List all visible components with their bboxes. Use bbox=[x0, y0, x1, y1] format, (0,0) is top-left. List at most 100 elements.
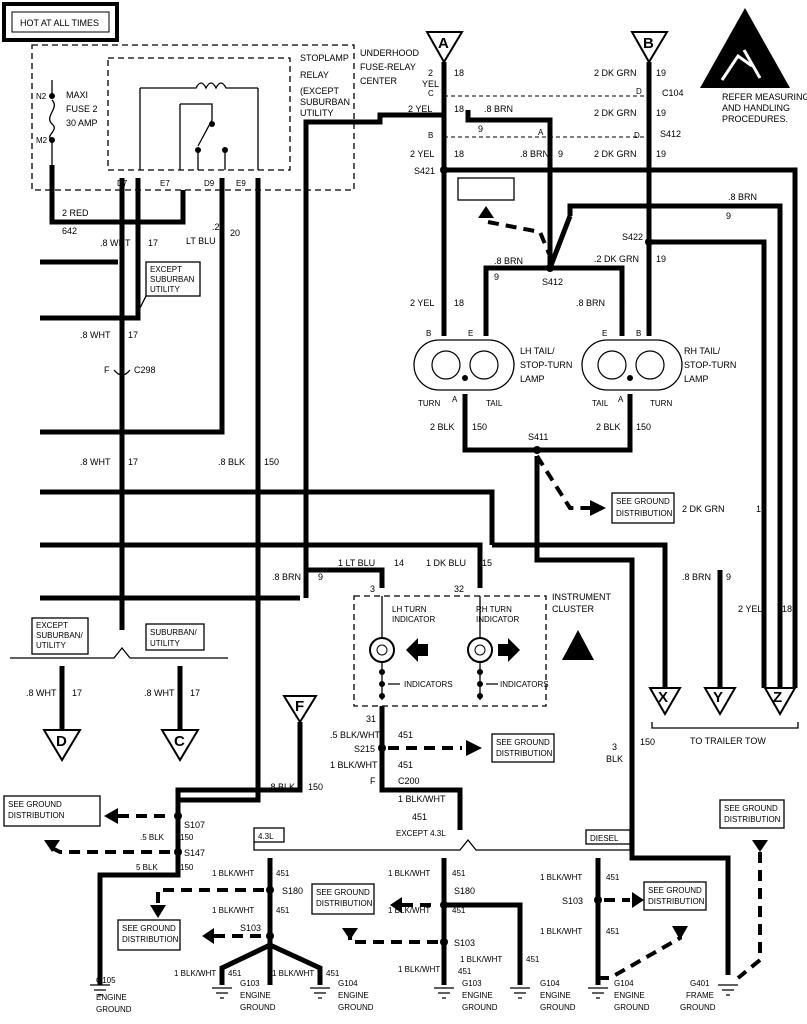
connector-c-label: C bbox=[174, 733, 185, 750]
wire-label: 5 BLK bbox=[136, 863, 158, 872]
note-label: UTILITY bbox=[150, 285, 180, 294]
wire-label: 642 bbox=[62, 226, 77, 236]
wire-label: .8 BRN bbox=[484, 104, 513, 114]
wire-label: 19 bbox=[656, 149, 666, 159]
split-note: UTILITY bbox=[150, 639, 180, 648]
splice-s421: S421 bbox=[414, 166, 435, 176]
cluster-pin: 32 bbox=[454, 584, 464, 594]
splice-s215: S215 bbox=[354, 744, 375, 754]
wire-label: 9 bbox=[494, 272, 499, 282]
lamp-pin: A bbox=[618, 395, 624, 404]
esd-note-line: AND HANDLING bbox=[722, 103, 790, 113]
ground-label: FRAME bbox=[686, 991, 714, 1000]
connector-y-label: Y bbox=[713, 689, 723, 706]
wire-label: .8 BRN bbox=[272, 572, 301, 582]
note-label: EXCEPT bbox=[150, 265, 182, 274]
connector-x: X bbox=[648, 687, 682, 717]
wire-label: 2 DK GRN bbox=[594, 149, 637, 159]
ground-note: SEE GROUND bbox=[616, 497, 670, 506]
ground-label: GROUND bbox=[540, 1003, 576, 1012]
wire-label: 451 bbox=[458, 967, 472, 976]
wire-label: .8 WHT bbox=[26, 688, 57, 698]
wire-label: .8 WHT bbox=[80, 457, 111, 467]
esd-warning: REFER MEASURING AND HANDLING PROCEDURES. bbox=[700, 8, 807, 124]
splice-s147: S147 bbox=[184, 848, 205, 858]
ground-g105: G105 ENGINE GROUND bbox=[90, 976, 132, 1014]
wire-label: .8 BRN bbox=[576, 298, 605, 308]
connector-pin: B bbox=[428, 131, 433, 140]
rh-tail-stop-turn-lamp: E B A TAIL TURN RH TAIL/ STOP-TURN LAMP bbox=[581, 329, 736, 408]
wire-label: 18 bbox=[782, 604, 792, 614]
left-arrow-icon bbox=[406, 638, 428, 662]
lamp-title: LAMP bbox=[684, 374, 709, 384]
lamp-pin: B bbox=[426, 329, 431, 338]
relay-label: RELAY bbox=[300, 70, 329, 80]
connector-pin: F bbox=[104, 365, 110, 375]
connector-pin: D bbox=[634, 131, 640, 140]
ground-note: DISTRIBUTION bbox=[122, 935, 179, 944]
wire-label: .8 BRN bbox=[728, 192, 757, 202]
ground-g104: G104 ENGINE GROUND bbox=[588, 979, 650, 1012]
lamp-ground-wiring: 2 BLK 150 2 BLK 150 S411 SEE GROUND DIST… bbox=[430, 394, 731, 975]
wire-label: 1 BLK/WHT bbox=[212, 906, 254, 915]
wire-label: 9 bbox=[318, 572, 323, 582]
splice-s180: S180 bbox=[454, 886, 475, 896]
wire-label: 451 bbox=[326, 969, 340, 978]
splice-s412: S412 bbox=[542, 277, 563, 287]
rh-turn-indicator-label: RH TURN bbox=[476, 605, 512, 614]
ground-g104: G104 ENGINE GROUND bbox=[310, 979, 374, 1012]
wire-label: 2 YEL bbox=[410, 149, 434, 159]
wire-label: 2 BLK bbox=[430, 422, 455, 432]
left-wiring: 2 RED 642 .8 WHT 17 .2 LT BLU 20 EXCEPT … bbox=[40, 165, 460, 803]
ground-g401: G401 FRAME GROUND bbox=[680, 979, 738, 1012]
lamp-title: STOP-TURN bbox=[684, 360, 736, 370]
wire-label: 17 bbox=[128, 330, 138, 340]
lamp-pin: B bbox=[636, 329, 641, 338]
wire-label: 451 bbox=[276, 906, 290, 915]
indicators-label: INDICATORS bbox=[404, 680, 453, 689]
wire-label: 150 bbox=[308, 782, 323, 792]
wire-label: 19 bbox=[656, 108, 666, 118]
note-label: SUBURBAN bbox=[150, 275, 195, 284]
wire-label: .8 WHT bbox=[100, 238, 131, 248]
lamp-title: LH TAIL/ bbox=[520, 346, 555, 356]
connector-z-label: Z bbox=[773, 689, 782, 706]
wire-label: 1 LT BLU bbox=[338, 558, 375, 568]
cluster-title: CLUSTER bbox=[552, 604, 595, 614]
wire-label: 17 bbox=[72, 688, 82, 698]
ground-g103: G103 ENGINE GROUND bbox=[434, 979, 498, 1012]
trailer-tow-wiring: 2 DK GRN 19 .8 BRN 9 2 YEL 18 X Y Z TO T… bbox=[456, 489, 799, 746]
ground-note: DISTRIBUTION bbox=[496, 749, 553, 758]
wire-label: 150 bbox=[180, 863, 194, 872]
wire-label: 9 bbox=[478, 124, 483, 134]
ground-note: DISTRIBUTION bbox=[648, 897, 705, 906]
pin-d9: D9 bbox=[204, 179, 215, 188]
cluster-title: INSTRUMENT bbox=[552, 592, 611, 602]
ground-label: G103 bbox=[462, 979, 482, 988]
ground-note: DISTRIBUTION bbox=[724, 815, 781, 824]
wire-label: 451 bbox=[606, 927, 620, 936]
wire-label: 451 bbox=[452, 906, 466, 915]
connector-pin: F bbox=[370, 776, 376, 786]
wire-label: 9 bbox=[726, 211, 731, 221]
connector-d-label: D bbox=[56, 733, 67, 750]
wire-label: 451 bbox=[452, 869, 466, 878]
wire-label: 18 bbox=[454, 68, 464, 78]
wire-label: 1 BLK/WHT bbox=[330, 760, 378, 770]
ground-label: ENGINE bbox=[462, 991, 493, 1000]
fuse-label: FUSE 2 bbox=[66, 104, 98, 114]
connector-d: D bbox=[42, 729, 82, 762]
center-label: CENTER bbox=[360, 76, 398, 86]
wire-label: 20 bbox=[230, 228, 240, 238]
lh-tail-stop-turn-lamp: B E A TURN TAIL LH TAIL/ STOP-TURN LAMP bbox=[413, 329, 572, 408]
connector-z: Z bbox=[763, 687, 797, 717]
hot-at-all-times-banner: HOT AT ALL TIMES bbox=[2, 2, 119, 42]
connector-x-label: X bbox=[658, 689, 668, 706]
wire-label: 1 BLK/WHT bbox=[460, 955, 502, 964]
wire-label: 451 bbox=[276, 869, 290, 878]
ground-note: SEE GROUND bbox=[496, 738, 550, 747]
wire-label: 1 BLK/WHT bbox=[174, 969, 216, 978]
center-label: FUSE-RELAY bbox=[360, 62, 416, 72]
wire-label: 15 bbox=[482, 558, 492, 568]
